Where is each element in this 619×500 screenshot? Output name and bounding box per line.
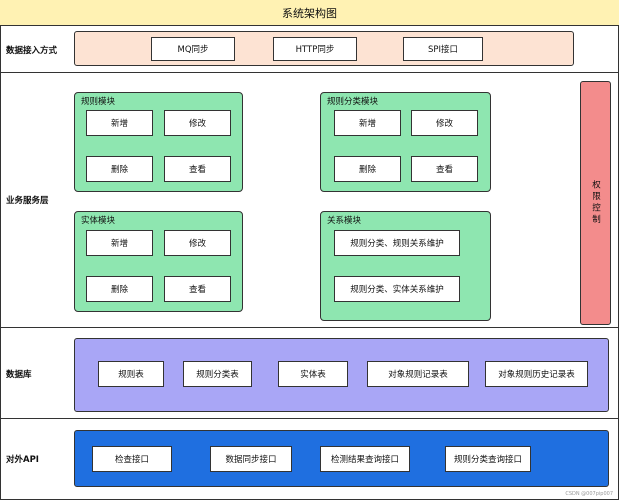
module-rule-title: 规则模块: [81, 97, 116, 107]
module-rule-category-view-button: 查看: [411, 156, 478, 182]
module-rule-delete-button: 删除: [86, 156, 153, 182]
access-item-http: HTTP同步: [273, 37, 357, 61]
access-item-spi: SPI接口: [403, 37, 483, 61]
separator-business: [0, 327, 619, 328]
module-entity-delete-button: 删除: [86, 276, 153, 302]
module-rule-category-add-button: 新增: [334, 110, 401, 136]
api-item-category-query: 规则分类查询接口: [445, 446, 531, 472]
permission-control: 权限控制: [580, 81, 611, 325]
db-item-object-rule-history-table: 对象规则历史记录表: [485, 361, 588, 387]
db-item-object-rule-record-table: 对象规则记录表: [367, 361, 469, 387]
api-item-data-sync: 数据同步接口: [210, 446, 292, 472]
permission-control-label: 权限控制: [590, 180, 601, 226]
layer-label-api: 对外API: [6, 455, 39, 465]
diagram-title: 系统架构图: [0, 0, 619, 26]
separator-database: [0, 418, 619, 419]
watermark: CSDN @007pip007: [565, 491, 613, 497]
api-item-result-query: 检测结果查询接口: [320, 446, 410, 472]
layer-label-database: 数据库: [6, 370, 32, 380]
module-rule-add-button: 新增: [86, 110, 153, 136]
module-entity-add-button: 新增: [86, 230, 153, 256]
module-rule-category-edit-button: 修改: [411, 110, 478, 136]
db-item-entity-table: 实体表: [278, 361, 348, 387]
layer-label-access: 数据接入方式: [6, 46, 58, 56]
access-item-mq: MQ同步: [151, 37, 235, 61]
module-entity-view-button: 查看: [164, 276, 231, 302]
module-rule-category-delete-button: 删除: [334, 156, 401, 182]
db-item-rule-category-table: 规则分类表: [183, 361, 252, 387]
api-item-check: 检查接口: [92, 446, 172, 472]
module-rule-category-title: 规则分类模块: [327, 97, 379, 107]
module-relation: 关系模块: [320, 211, 491, 321]
module-relation-rule-category-rule-button: 规则分类、规则关系维护: [334, 230, 460, 256]
module-relation-title: 关系模块: [327, 216, 362, 226]
module-rule-view-button: 查看: [164, 156, 231, 182]
layer-label-business: 业务服务层: [6, 196, 49, 206]
module-entity-edit-button: 修改: [164, 230, 231, 256]
module-entity-title: 实体模块: [81, 216, 116, 226]
db-item-rule-table: 规则表: [98, 361, 164, 387]
module-rule-edit-button: 修改: [164, 110, 231, 136]
module-relation-rule-category-entity-button: 规则分类、实体关系维护: [334, 276, 460, 302]
separator-access: [0, 72, 619, 73]
diagram-title-text: 系统架构图: [282, 6, 337, 20]
